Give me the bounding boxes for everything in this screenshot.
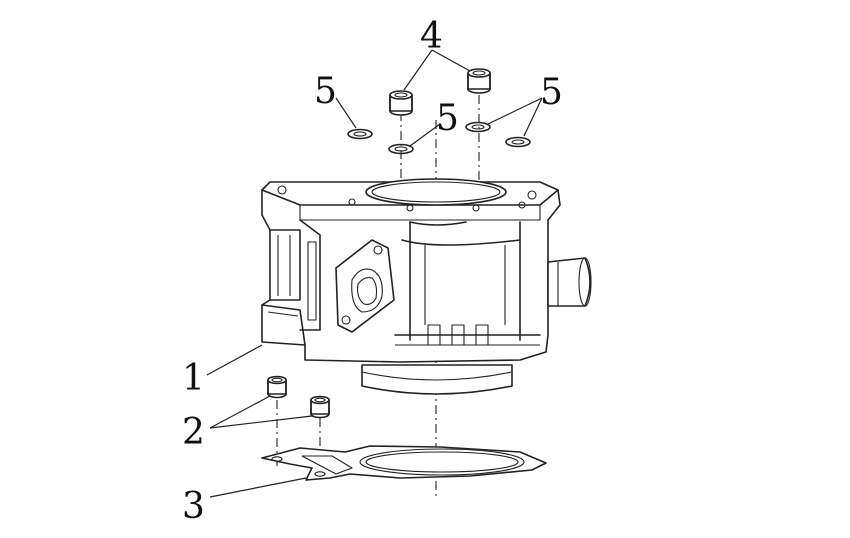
dowel-pin-top-left	[389, 90, 413, 116]
dowel-pin-bottom-right	[310, 395, 330, 419]
callout-5-center: 5	[436, 98, 459, 139]
callout-3: 3	[182, 486, 205, 527]
o-ring-right-upper	[465, 121, 491, 133]
dowel-pin-bottom-left	[267, 375, 287, 399]
o-ring-left	[347, 128, 373, 140]
callout-2: 2	[182, 412, 205, 453]
callout-1: 1	[182, 358, 205, 399]
leader-lines	[206, 49, 543, 498]
base-gasket	[261, 445, 547, 481]
o-ring-center	[388, 143, 414, 155]
dowel-pin-top-right	[467, 68, 491, 94]
callout-4: 4	[420, 16, 443, 57]
o-ring-right-lower	[505, 136, 531, 148]
callout-5-left: 5	[314, 71, 337, 112]
callout-5-right: 5	[540, 72, 563, 113]
cylinder-block	[261, 178, 592, 395]
